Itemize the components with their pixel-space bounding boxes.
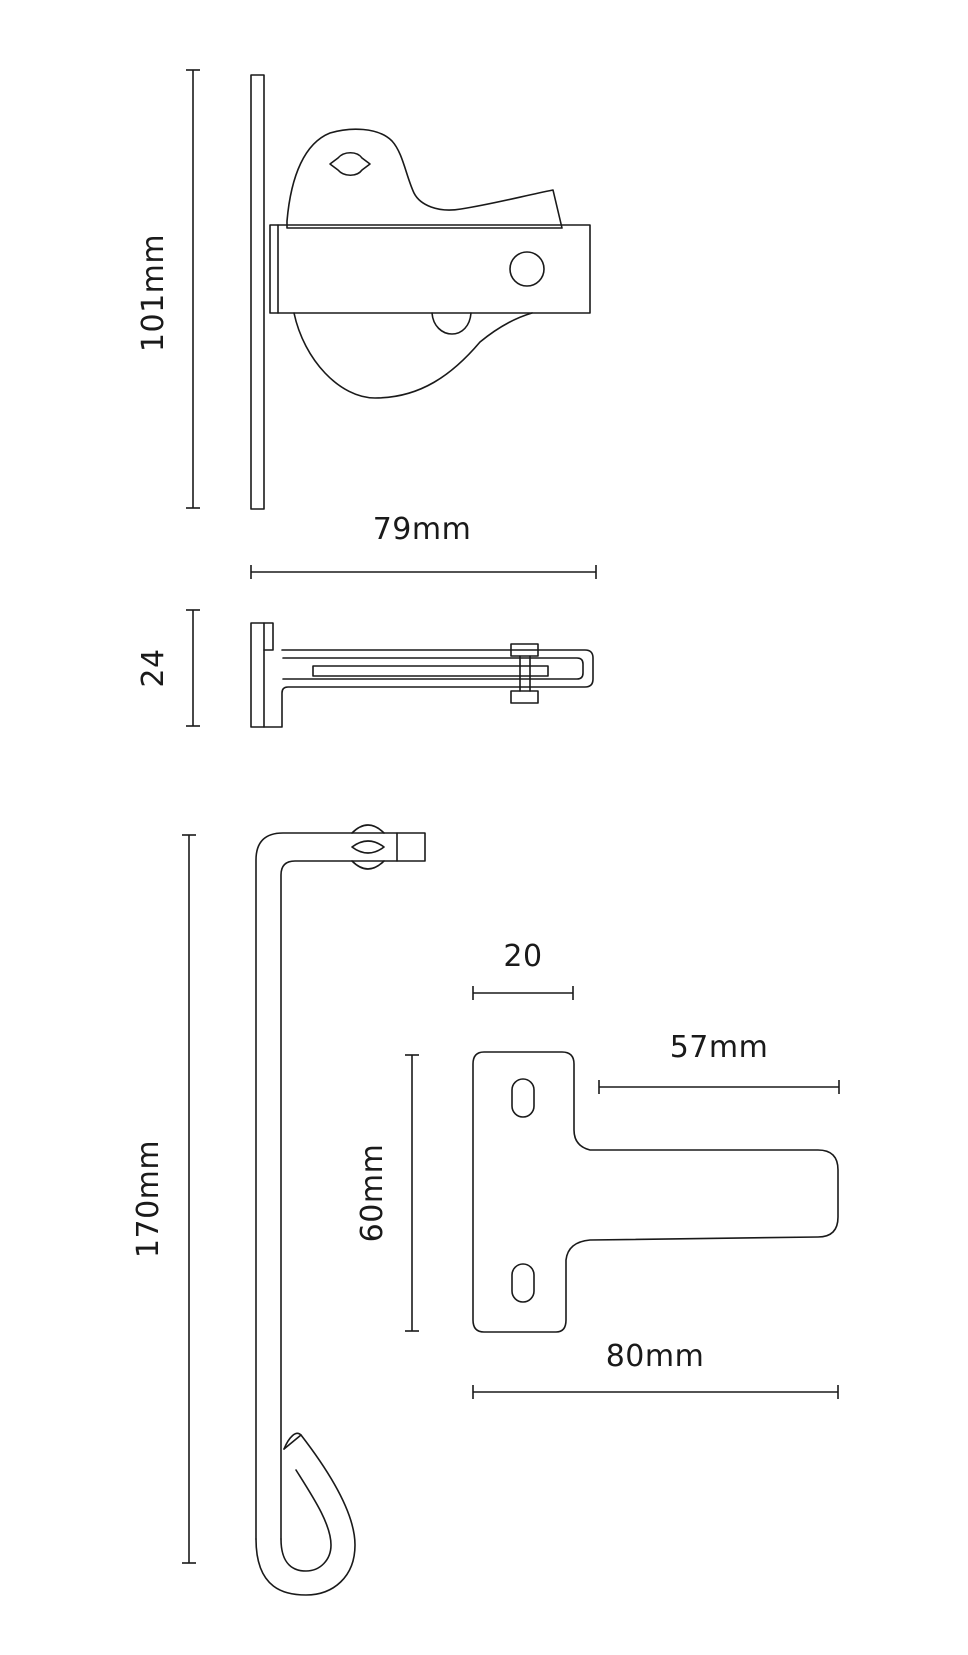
bolt-loop-inner: [280, 1469, 332, 1572]
latch-pivot-hole: [509, 251, 545, 287]
latch-front-view: [250, 74, 591, 510]
dim-latch-depth-label: 24: [136, 648, 171, 687]
latch-top-view: [250, 622, 594, 728]
keyhole-icon: [329, 151, 371, 177]
top-view-clip-lower: [510, 690, 539, 704]
dim-latch-height-label: 101mm: [136, 234, 171, 352]
latch-cam-lower: [293, 312, 533, 399]
bolt-view: [255, 824, 426, 1596]
dim-keeper-plate-width: 20: [472, 939, 574, 1000]
top-view-bracket-inner: [282, 657, 584, 680]
bolt-collar-upper: [351, 824, 385, 834]
keeper-outline: [472, 1051, 839, 1333]
dim-latch-depth: 24: [136, 609, 200, 727]
latch-cam-body: [286, 128, 563, 229]
bolt-outline: [255, 832, 426, 1540]
dim-keeper-height-label: 60mm: [355, 1144, 390, 1243]
keeper-slot-upper: [511, 1078, 535, 1118]
keeper-slot-lower: [511, 1263, 535, 1303]
bolt-collar-lower: [351, 860, 385, 870]
bolt-loop-tip: [283, 1434, 302, 1450]
dim-keeper-width-label: 80mm: [606, 1339, 705, 1374]
dim-keeper-height: 60mm: [355, 1054, 419, 1332]
latch-bolt-housing: [269, 224, 591, 314]
top-view-back-plate: [250, 622, 265, 728]
top-view-bracket: [263, 622, 274, 651]
dim-bolt-length-label: 170mm: [131, 1140, 166, 1258]
dim-latch-width-label: 79mm: [373, 512, 472, 547]
top-view-clip-upper: [510, 643, 539, 657]
dim-latch-height: 101mm: [136, 69, 200, 509]
dim-keeper-width: 80mm: [472, 1339, 839, 1399]
keeper-view: [472, 1051, 839, 1333]
dim-latch-width: 79mm: [250, 512, 597, 579]
dim-bolt-length: 170mm: [131, 834, 196, 1564]
dim-keeper-plate-width-label: 20: [503, 939, 542, 974]
dim-keeper-arm-length-label: 57mm: [670, 1030, 769, 1065]
top-view-bolt: [312, 665, 549, 677]
latch-handle-notch: [431, 312, 472, 335]
latch-back-plate: [250, 74, 265, 510]
dim-keeper-arm-length: 57mm: [598, 1030, 840, 1094]
top-view-bracket-outer: [263, 649, 594, 728]
bolt-loop-outer: [255, 1432, 356, 1596]
bolt-collar-mid: [351, 840, 385, 854]
